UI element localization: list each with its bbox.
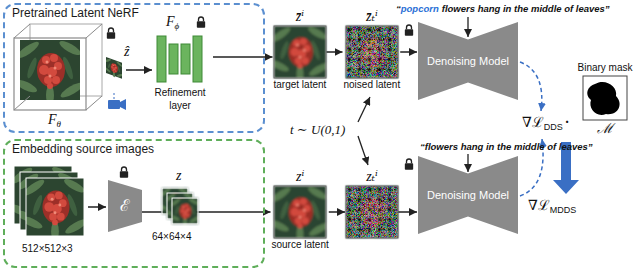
image-title: z̄ⁱ	[274, 8, 327, 26]
dot-symbol: ·	[565, 115, 570, 131]
refinement-layer: Refinement layer	[147, 34, 213, 112]
math-symbol: ẑ	[124, 44, 129, 60]
image-slot	[583, 76, 627, 120]
image-title: z̄ₜⁱ	[344, 8, 401, 26]
model-label: ℰ	[120, 197, 130, 215]
flow-arrow	[329, 211, 345, 213]
math-subscript: ϕ	[175, 21, 180, 31]
timestep-label: t ∼ U(0,1)	[290, 122, 345, 138]
layer-label: Refinement layer	[147, 86, 213, 112]
image-title: Binary mask	[578, 60, 633, 76]
flow-arrow	[326, 51, 342, 53]
denoising-model: Denoising Model	[418, 156, 518, 234]
math-subscript: θ	[57, 119, 61, 129]
model-label: Denoising Model	[427, 189, 509, 202]
latent-image: z̄ⁱ target latent	[274, 8, 327, 91]
group-title: Pretrained Latent NeRF	[12, 6, 139, 21]
prompt-text: “	[396, 3, 401, 15]
encoder: ℰ	[108, 180, 142, 232]
latent-image: zⁱ source latent	[272, 168, 329, 251]
prompt-text: “flowers hang in the middle of leaves”	[420, 141, 593, 153]
latent-images	[268, 25, 402, 243]
loss-symbol: ∇ℒ	[528, 198, 550, 214]
image-slot	[346, 186, 398, 238]
image-slot	[274, 186, 326, 238]
image-caption: target latent	[274, 78, 327, 91]
loss-subscript: MDDS	[550, 205, 577, 215]
image-caption: ℳ	[578, 120, 633, 138]
loss-subscript: DDS	[544, 122, 563, 132]
flow-arrow	[400, 51, 417, 53]
prompt-text: flowers hang in the middle of leaves”	[442, 3, 610, 15]
math-symbol: z	[176, 168, 181, 184]
dimension-label: 512×512×3	[22, 242, 73, 255]
group-title: Embedding source images	[12, 142, 154, 157]
binary-mask: Binary maskℳ	[578, 60, 633, 138]
image-title: zₜⁱ	[346, 168, 398, 186]
image-slot	[274, 26, 326, 78]
model-label: Denoising Model	[427, 55, 509, 68]
prompt-text: popcorn	[401, 3, 439, 15]
group-box: Pretrained Latent NeRF Refinement layer	[3, 3, 265, 133]
source-images	[8, 165, 201, 241]
image-caption: source latent	[272, 238, 329, 251]
math-symbol: F	[166, 14, 175, 30]
image-title: zⁱ	[272, 168, 329, 186]
latent-image: zₜⁱ	[346, 168, 398, 238]
image-caption: noised latent	[344, 78, 401, 91]
flow-arrow	[398, 211, 417, 213]
image-slot	[346, 26, 398, 78]
latent-image: z̄ₜⁱ noised latent	[344, 8, 401, 91]
loss-symbol: ∇ℒ	[522, 115, 544, 131]
math-symbol: F	[48, 112, 57, 128]
denoising-model: Denoising Model	[418, 22, 518, 100]
dimension-label: 64×64×4	[152, 230, 192, 243]
flow-arrow	[142, 211, 271, 213]
layer-stack	[155, 34, 205, 84]
